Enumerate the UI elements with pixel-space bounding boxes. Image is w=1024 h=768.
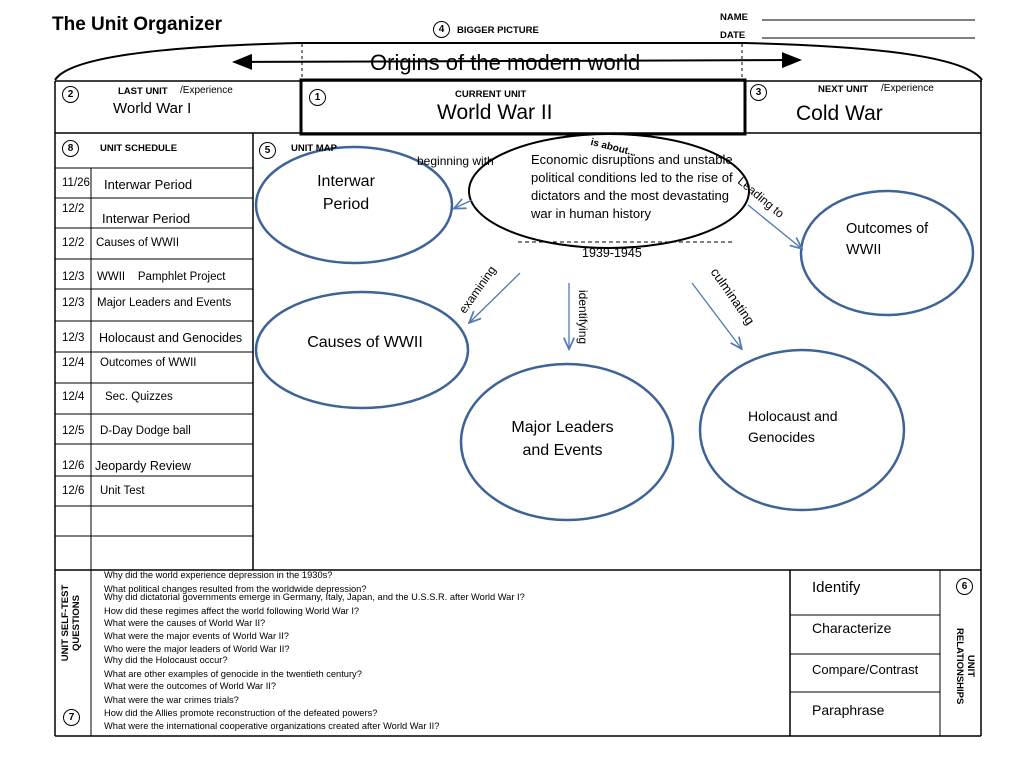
- schedule-date: 12/2: [62, 203, 85, 215]
- self-test-question: Who were the major leaders of World War …: [104, 644, 290, 654]
- relationship-identify: Identify: [812, 579, 861, 596]
- schedule-item: Interwar Period: [104, 177, 193, 192]
- date-label: DATE: [720, 30, 746, 41]
- self-test-question: Why did dictatorial governments emerge i…: [104, 592, 525, 602]
- name-label: NAME: [720, 12, 748, 23]
- self-test-question: What were the war crimes trials?: [104, 695, 239, 705]
- last-unit-label: LAST UNIT: [118, 86, 168, 97]
- self-test-question: How did these regimes affect the world f…: [104, 606, 360, 616]
- self-test-label: UNIT SELF-TEST QUESTIONS: [60, 584, 82, 662]
- section-number-4: 4: [433, 21, 450, 38]
- section-number-2: 2: [62, 86, 79, 103]
- section-number-8: 8: [62, 140, 79, 157]
- schedule-item: Causes of WWII: [96, 237, 180, 249]
- schedule-date: 12/5: [62, 425, 85, 437]
- self-test-question: What were the outcomes of World War II?: [104, 681, 277, 691]
- schedule-item: Outcomes of WWII: [100, 357, 197, 369]
- schedule-date: 12/3: [62, 271, 85, 283]
- self-test-question: What were the international cooperative …: [104, 721, 440, 731]
- self-test-question: How did the Allies promote reconstructio…: [104, 708, 378, 718]
- center-statement: Economic disruptions and unstable politi…: [531, 152, 733, 221]
- self-test-question: What were the major events of World War …: [104, 631, 289, 641]
- schedule-date: 12/3: [62, 332, 85, 344]
- section-number-5: 5: [259, 142, 276, 159]
- last-unit-value: World War I: [113, 100, 192, 117]
- relationship-paraphrase: Paraphrase: [812, 702, 885, 718]
- schedule-item: Interwar Period: [102, 211, 191, 226]
- page-title: The Unit Organizer: [52, 14, 222, 35]
- schedule-item: Holocaust and Genocides: [99, 331, 243, 345]
- next-unit-value: Cold War: [796, 102, 883, 125]
- current-unit-value: World War II: [437, 101, 553, 124]
- unit-map-label: UNIT MAP: [291, 143, 337, 154]
- next-unit-sub: /Experience: [881, 83, 934, 94]
- relationship-characterize: Characterize: [812, 620, 892, 636]
- schedule-date: 12/2: [62, 237, 85, 249]
- schedule-date: 12/6: [62, 485, 85, 497]
- current-unit-label: CURRENT UNIT: [455, 89, 527, 100]
- schedule-item: D-Day Dodge ball: [100, 425, 191, 437]
- self-test-question: What are other examples of genocide in t…: [104, 669, 362, 679]
- topic-outcomes: Outcomes of WWII: [846, 221, 929, 258]
- schedule-item: Jeopardy Review: [95, 459, 191, 473]
- last-unit-sub: /Experience: [180, 85, 233, 96]
- self-test-question: Why did the Holocaust occur?: [104, 655, 228, 665]
- schedule-date: 11/26: [62, 177, 90, 189]
- section-number-1: 1: [309, 89, 326, 106]
- self-test-question: Why did the world experience depression …: [104, 570, 333, 580]
- schedule-date: 12/6: [62, 460, 85, 472]
- schedule-date: 12/4: [62, 357, 85, 369]
- connector-beginning: beginning with: [417, 154, 494, 168]
- section-number-3: 3: [750, 84, 767, 101]
- schedule-date: 12/4: [62, 391, 85, 403]
- self-test-question: What political changes resulted from the…: [104, 584, 367, 594]
- schedule-item: Major Leaders and Events: [97, 297, 232, 309]
- connector-identifying: identifying: [576, 290, 590, 345]
- unit-schedule-label: UNIT SCHEDULE: [100, 143, 178, 154]
- topic-causes: Causes of WWII: [307, 334, 423, 351]
- schedule-item: Unit Test: [100, 485, 145, 497]
- center-dates: 1939-1945: [582, 246, 642, 260]
- schedule-date: 12/3: [62, 297, 85, 309]
- next-unit-label: NEXT UNIT: [818, 84, 869, 95]
- relationships-label: UNIT RELATIONSHIPS: [954, 628, 976, 705]
- schedule-item: Sec. Quizzes: [105, 391, 173, 403]
- relationship-compare-contrast: Compare/Contrast: [812, 662, 919, 677]
- topic-leaders: Major Leaders and Events: [511, 419, 614, 459]
- bigger-picture-text: Origins of the modern world: [370, 50, 641, 75]
- topic-holocaust: Holocaust and Genocides: [748, 408, 838, 445]
- schedule-item: WWII Pamphlet Project: [97, 271, 226, 283]
- section-number-6: 6: [956, 578, 973, 595]
- topic-interwar: Interwar Period: [317, 173, 375, 213]
- self-test-question: What were the causes of World War II?: [104, 618, 266, 628]
- section-number-7: 7: [63, 709, 80, 726]
- bigger-picture-label: BIGGER PICTURE: [457, 25, 539, 36]
